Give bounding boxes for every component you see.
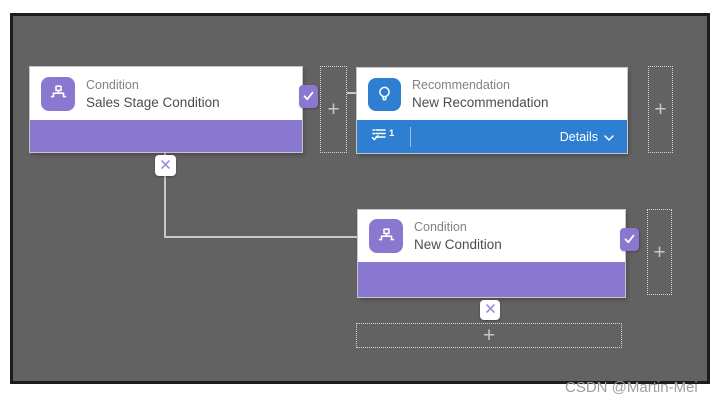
selected-check-badge[interactable] — [620, 228, 639, 251]
sitemap-icon — [369, 219, 403, 253]
add-node-button-right-top[interactable]: + — [648, 66, 673, 153]
node-new-condition[interactable]: Condition New Condition — [358, 210, 625, 297]
steps-count-value: 1 — [389, 127, 395, 139]
remove-connector-button[interactable] — [155, 155, 176, 176]
plus-icon: + — [653, 240, 666, 264]
steps-count-button[interactable]: 1 — [371, 127, 394, 147]
steps-list-icon — [371, 127, 387, 147]
footer-divider — [410, 126, 412, 147]
close-icon — [160, 157, 171, 175]
node-accent-bar — [30, 120, 302, 152]
add-node-button-top[interactable]: + — [320, 66, 347, 153]
node-sales-stage-condition[interactable]: Condition Sales Stage Condition — [30, 67, 302, 152]
lightbulb-icon — [368, 77, 401, 111]
remove-node-button[interactable] — [480, 300, 500, 320]
node-name-label: New Condition — [414, 237, 502, 252]
node-type-label: Recommendation — [412, 78, 510, 92]
close-icon — [485, 301, 496, 319]
node-labels: Recommendation New Recommendation — [412, 77, 549, 111]
connector-condition1-to-recommendation — [347, 92, 357, 94]
selected-check-badge[interactable] — [299, 85, 318, 108]
playbook-designer-canvas: Condition Sales Stage Condition + — [10, 13, 710, 384]
node-labels: Condition New Condition — [414, 219, 502, 253]
node-new-recommendation[interactable]: Recommendation New Recommendation 1 — [357, 68, 627, 153]
check-icon — [624, 231, 635, 249]
node-footer-bar: 1 Details — [357, 120, 627, 153]
connector-condition1-down — [164, 152, 166, 238]
add-node-button-bottom[interactable]: + — [356, 323, 622, 348]
plus-icon: + — [482, 324, 496, 347]
details-toggle-button[interactable]: Details — [560, 130, 614, 144]
node-type-label: Condition — [86, 77, 139, 92]
plus-icon: + — [654, 98, 667, 121]
add-node-button-right-bottom[interactable]: + — [647, 209, 672, 295]
node-accent-bar — [358, 262, 625, 297]
node-header: Condition Sales Stage Condition — [30, 67, 302, 120]
chevron-down-icon — [604, 130, 614, 144]
node-name-label: Sales Stage Condition — [86, 94, 220, 110]
node-labels: Condition Sales Stage Condition — [86, 77, 220, 111]
node-header: Condition New Condition — [358, 210, 625, 262]
node-name-label: New Recommendation — [412, 95, 549, 110]
plus-icon: + — [327, 98, 340, 121]
check-icon — [303, 88, 314, 106]
connector-to-condition2 — [164, 236, 358, 238]
sitemap-icon — [41, 76, 75, 111]
node-header: Recommendation New Recommendation — [357, 68, 627, 120]
node-type-label: Condition — [414, 220, 467, 234]
details-label: Details — [559, 129, 598, 144]
watermark-text: CSDN @Martin-Mei — [565, 379, 698, 396]
